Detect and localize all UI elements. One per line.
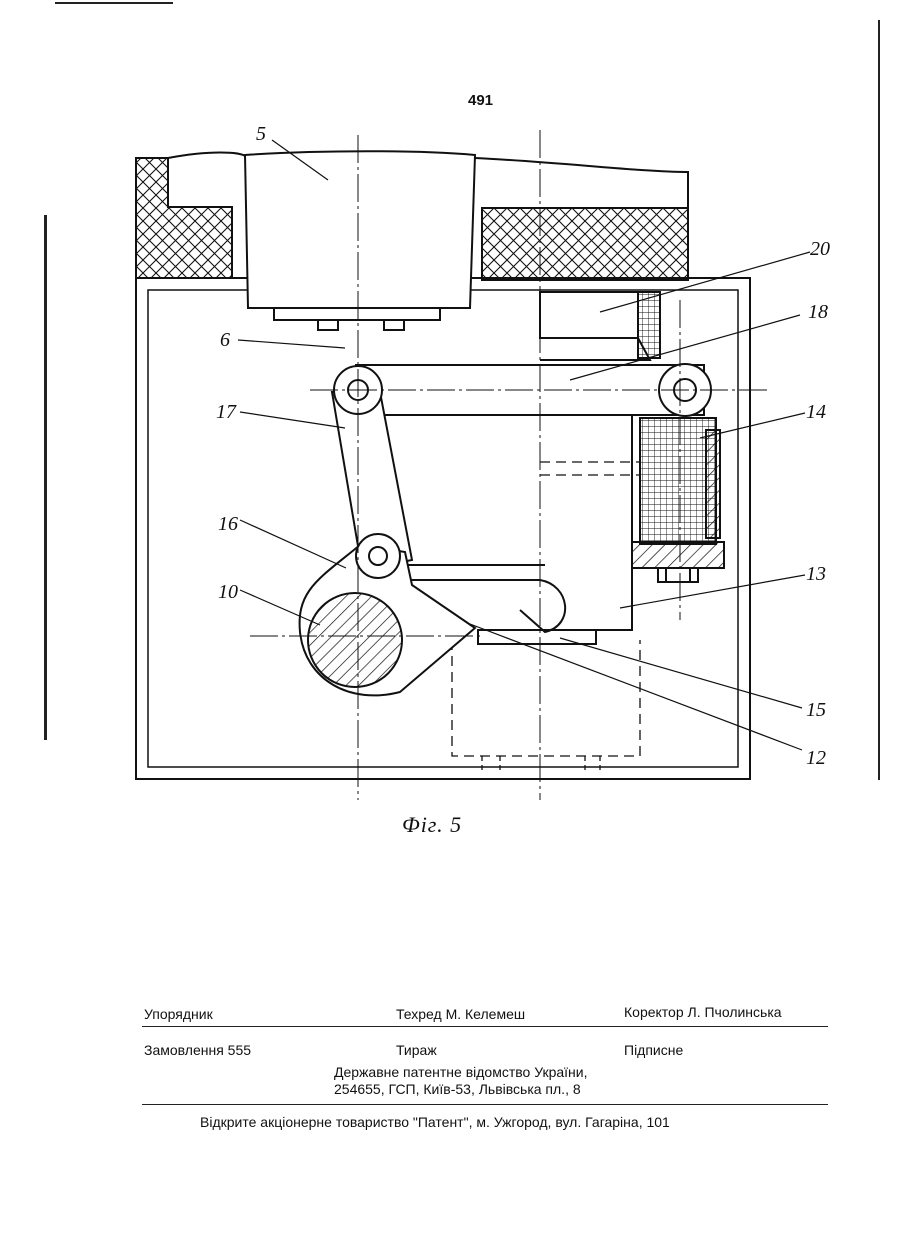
imprint-corrector: Коректор Л. Пчолинська [624,1004,782,1020]
imprint-techred: Техред М. Келемеш [396,1006,525,1022]
shaft-10 [308,593,402,687]
imprint-subscription: Підписне [624,1042,683,1058]
body-13 [400,415,632,630]
figure-caption: Фіг. 5 [402,812,462,838]
label-5: 5 [256,123,266,145]
insulation-right [482,208,688,280]
label-10: 10 [218,581,238,603]
label-15: 15 [806,699,826,721]
label-17: 17 [216,401,237,423]
label-14: 14 [806,401,826,423]
imprint-circulation: Тираж [396,1042,437,1058]
imprint-printer: Відкрите акціонерне товариство "Патент",… [200,1114,670,1130]
label-6: 6 [220,329,230,351]
label-18: 18 [808,301,828,323]
imprint-office-line1: Державне патентне відомство України, [334,1064,588,1080]
insulation-left [136,158,232,278]
label-20: 20 [810,238,830,260]
label-12: 12 [806,747,826,769]
block-5 [245,151,475,308]
imprint-rule-bottom [142,1104,828,1105]
imprint-rule-top [142,1026,828,1027]
imprint-compiler: Упорядник [144,1006,213,1022]
label-16: 16 [218,513,238,535]
imprint-office-line2: 254655, ГСП, Київ-53, Львівська пл., 8 [334,1081,581,1097]
label-13: 13 [806,563,826,585]
imprint-order: Замовлення 555 [144,1042,251,1058]
